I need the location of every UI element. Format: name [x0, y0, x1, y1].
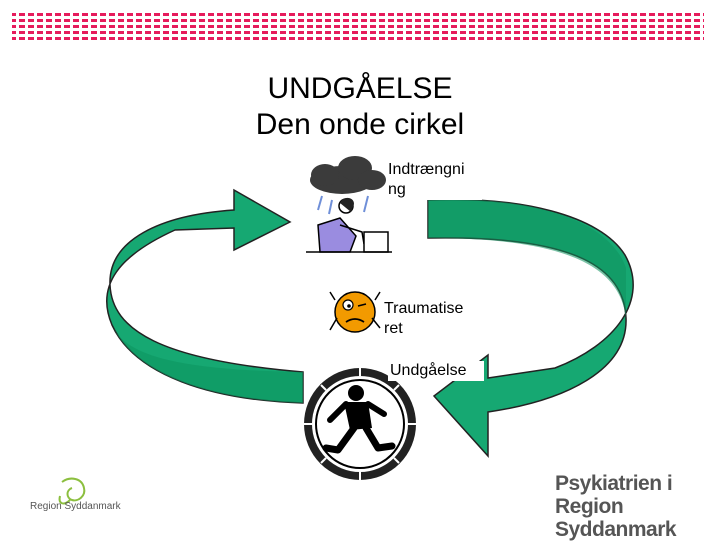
rain-cloud-person-icon [300, 155, 392, 258]
psykiatrien-logo-line2: Region Syddanmark [555, 495, 677, 541]
worried-face-icon [329, 291, 381, 333]
top-decorative-bar [12, 12, 704, 40]
slide-title: UNDGÅELSE [267, 72, 453, 105]
region-logo-text: Region Syddanmark [30, 501, 121, 512]
cycle-arrow-right [427, 198, 634, 458]
slide-subtitle: Den onde cirkel [255, 108, 465, 141]
cycle-arrow-left [106, 188, 304, 404]
node-label-intrusion: Indtrængni ng [386, 160, 482, 200]
node-label-avoidance: Undgåelse [388, 361, 484, 381]
node-label-traumatized: Traumatise ret [382, 299, 478, 339]
running-figure-wheel-icon [304, 368, 416, 480]
psykiatrien-logo: Psykiatrien i Region Syddanmark [555, 472, 720, 541]
region-logo-icon [58, 477, 86, 505]
psykiatrien-logo-line1: Psykiatrien i [555, 472, 673, 495]
